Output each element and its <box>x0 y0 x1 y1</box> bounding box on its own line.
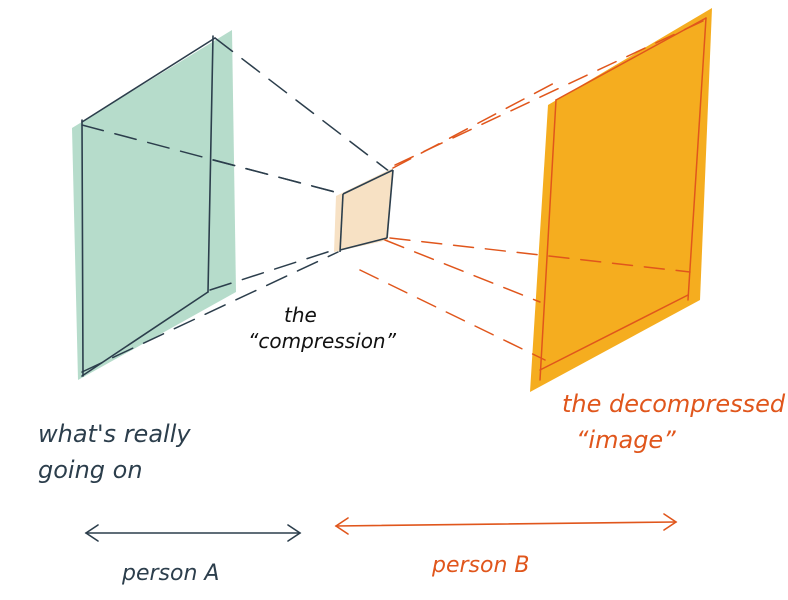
compression-label-line2: “compression” <box>248 329 397 353</box>
compression-panel-outline <box>339 169 394 253</box>
decompressed-label-line2: “image” <box>576 426 676 454</box>
reality-label-line2: going on <box>38 456 143 484</box>
decompressed-label-line1: the decompressed <box>562 390 786 418</box>
person-b-label: person B <box>431 553 530 578</box>
person-a-label: person A <box>121 561 219 586</box>
person-a-arrow <box>84 524 302 542</box>
compression-panel <box>334 168 393 252</box>
reality-label-line1: what's really <box>38 420 191 448</box>
reality-panel-outline <box>81 35 216 377</box>
reality-panel <box>72 30 236 380</box>
decompressed-panel-outline <box>539 17 707 381</box>
projection-lines-b <box>359 19 706 361</box>
projection-lines-a <box>81 37 391 373</box>
person-b-arrow <box>334 513 678 535</box>
decompressed-panel <box>530 8 712 392</box>
compression-label-line1: the <box>284 303 317 327</box>
